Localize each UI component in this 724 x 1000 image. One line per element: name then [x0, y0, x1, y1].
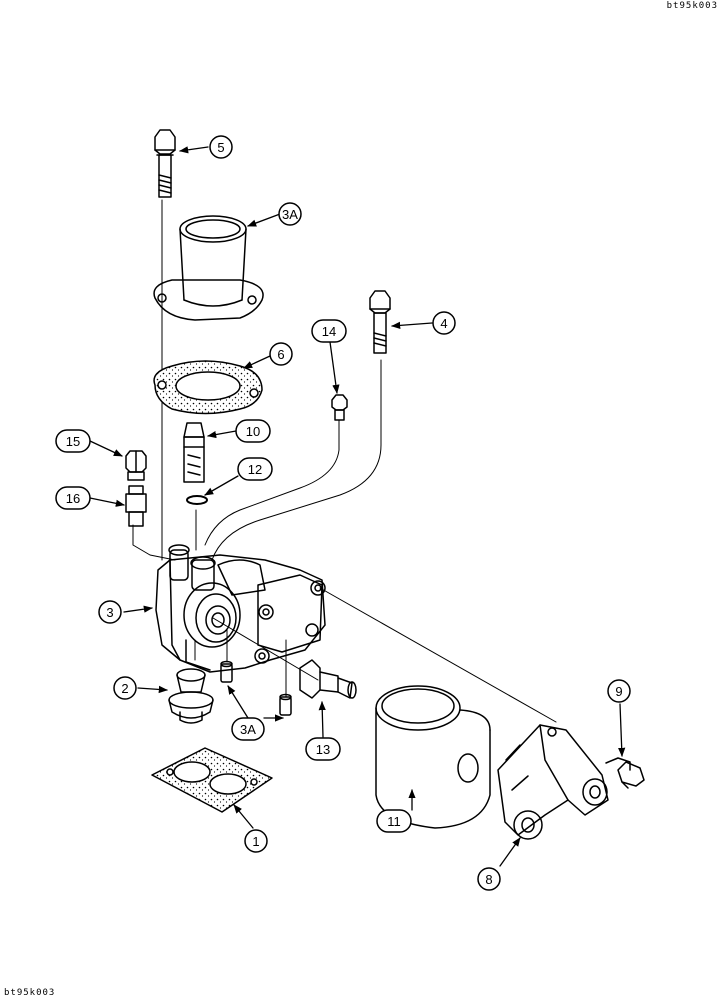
callout-3: 3 — [98, 600, 122, 624]
bolt-4 — [369, 290, 391, 354]
o-ring-12 — [186, 495, 208, 505]
svg-text:10: 10 — [246, 424, 260, 439]
connector-13 — [299, 659, 357, 699]
svg-text:4: 4 — [440, 316, 447, 331]
callout-6: 6 — [269, 342, 293, 366]
callout-7: 5 — [209, 135, 233, 159]
svg-text:11: 11 — [387, 814, 401, 829]
callout-1: 1 — [244, 829, 268, 853]
callout-13: 13 — [305, 737, 341, 761]
dowels-3a — [220, 660, 292, 716]
svg-text:13: 13 — [316, 742, 330, 757]
thermostat-2 — [168, 668, 214, 724]
gasket-6 — [153, 360, 263, 415]
sensor-10 — [183, 422, 205, 483]
screw-14 — [331, 394, 348, 421]
callout-12: 12 — [237, 457, 273, 481]
svg-text:15: 15 — [66, 434, 80, 449]
plug-15 — [125, 450, 147, 481]
callout-15: 15 — [55, 429, 91, 453]
svg-text:3A: 3A — [240, 722, 256, 737]
svg-text:12: 12 — [248, 462, 262, 477]
svg-text:1: 1 — [252, 834, 259, 849]
svg-text:3: 3 — [106, 605, 113, 620]
svg-text:16: 16 — [66, 491, 80, 506]
svg-text:2: 2 — [121, 681, 128, 696]
svg-text:6: 6 — [277, 347, 284, 362]
drawing-code-top: bt95k003 — [666, 1, 718, 11]
outlet-pipe-5 — [153, 215, 264, 321]
callout-3a: 3A — [231, 717, 265, 741]
bolt-7 — [154, 129, 176, 198]
svg-text:8: 8 — [485, 872, 492, 887]
callout-16: 16 — [55, 486, 91, 510]
callout-8: 8 — [477, 867, 501, 891]
leader-arrows — [89, 146, 626, 867]
bracket-8 — [497, 724, 609, 840]
callout-2: 2 — [113, 676, 137, 700]
callout-4: 4 — [432, 311, 456, 335]
drawing-code-bottom: bt95k003 — [4, 988, 56, 998]
sensor-16 — [125, 485, 147, 527]
svg-text:5: 5 — [217, 140, 224, 155]
svg-text:3A: 3A — [282, 207, 298, 222]
assembly-lines — [132, 199, 557, 723]
gasket-1 — [151, 747, 273, 813]
filter-11 — [375, 685, 491, 829]
callout-9: 9 — [607, 679, 631, 703]
bolt-9 — [605, 757, 645, 789]
callout-14: 14 — [311, 319, 347, 343]
callout-10: 10 — [235, 419, 271, 443]
callout-5: 3A — [278, 202, 302, 226]
callout-11: 11 — [376, 809, 412, 833]
callouts: 5 3A 4 14 6 10 15 12 16 3 2 9 3A 13 11 1… — [55, 135, 631, 891]
svg-text:14: 14 — [322, 324, 336, 339]
svg-text:9: 9 — [615, 684, 622, 699]
thermostat-housing-3 — [155, 544, 326, 673]
